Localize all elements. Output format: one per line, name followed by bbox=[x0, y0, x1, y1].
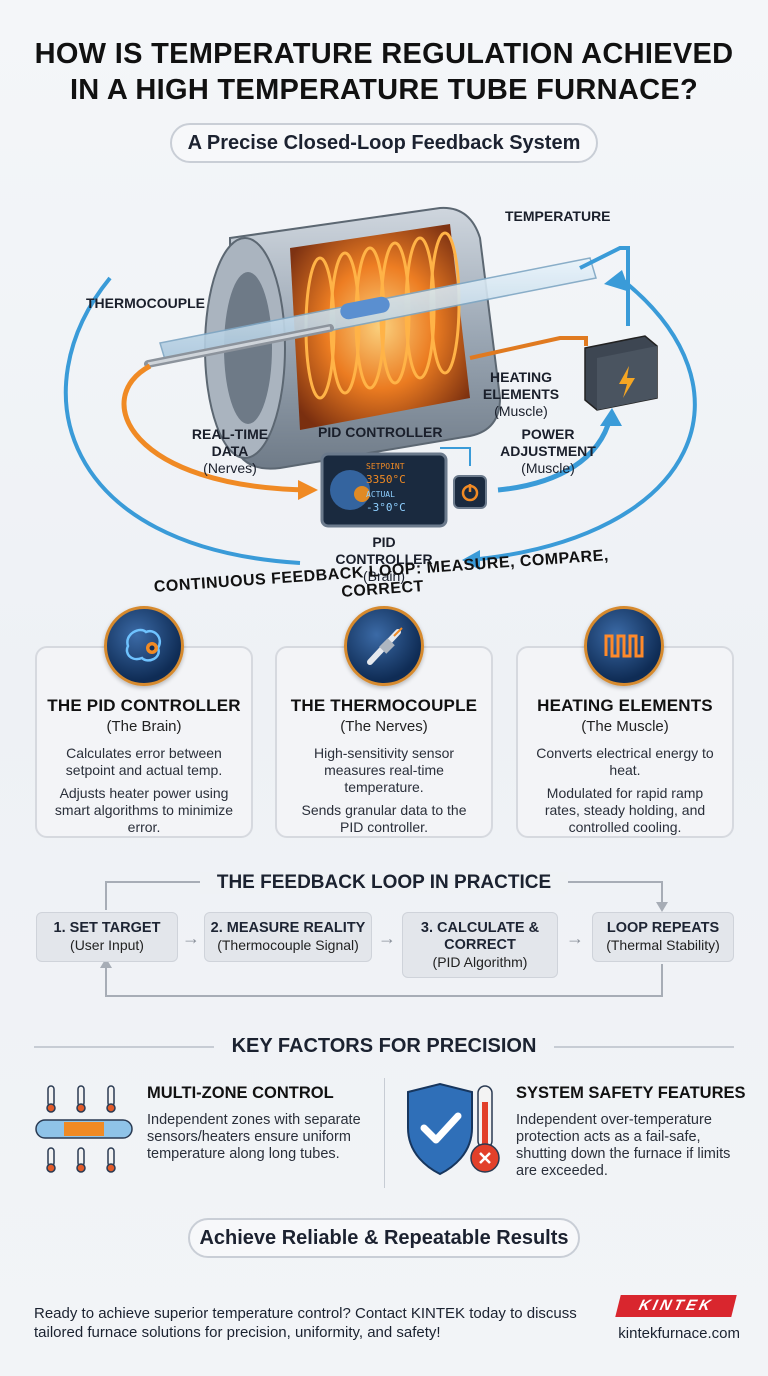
card-role: (The Muscle) bbox=[581, 718, 669, 735]
card-text: Modulated for rapid ramp rates, steady h… bbox=[544, 785, 706, 835]
subtitle-pill: A Precise Closed-Loop Feedback System bbox=[170, 123, 598, 163]
kintek-logo: KINTEK bbox=[615, 1295, 737, 1317]
footer-cta: Ready to achieve superior temperature co… bbox=[34, 1305, 577, 1341]
card-role: (The Nerves) bbox=[340, 718, 428, 735]
multi-zone-text: Independent zones with separate sensors/… bbox=[147, 1112, 361, 1162]
step-sub: (Thermal Stability) bbox=[606, 937, 720, 953]
footer-url[interactable]: kintekfurnace.com bbox=[618, 1325, 740, 1342]
step-sub: (PID Algorithm) bbox=[432, 954, 528, 970]
heating-elements-sub: (Muscle) bbox=[494, 403, 548, 419]
card-text: Calculates error between setpoint and ac… bbox=[65, 745, 223, 778]
step-sub: (Thermocouple Signal) bbox=[217, 937, 359, 953]
pid-controller-display bbox=[320, 452, 448, 528]
arrow-right-icon: → bbox=[378, 928, 396, 948]
safety-shield-icon bbox=[400, 1082, 510, 1187]
temperature-label: TEMPERATURE bbox=[505, 208, 611, 224]
page-title: HOW IS TEMPERATURE REGULATION ACHIEVED I… bbox=[34, 38, 734, 106]
power-unit bbox=[584, 335, 658, 411]
card-text: Converts electrical energy to heat. bbox=[536, 745, 714, 778]
card-text: Adjusts heater power using smart algorit… bbox=[54, 785, 234, 835]
loop-step-1: 1. SET TARGET (User Input) bbox=[36, 912, 178, 962]
key-factors-title: KEY FACTORS FOR PRECISION bbox=[231, 1035, 537, 1057]
results-pill: Achieve Reliable & Repeatable Results bbox=[188, 1218, 580, 1258]
pid-controller-top-label: PID CONTROLLER bbox=[318, 424, 443, 440]
card-text: High-sensitivity sensor measures real-ti… bbox=[313, 745, 455, 795]
step-title: LOOP REPEATS bbox=[606, 920, 720, 936]
heating-coil-icon bbox=[584, 606, 664, 686]
power-adjustment-sub: (Muscle) bbox=[521, 460, 575, 476]
divider-right bbox=[554, 1046, 734, 1048]
feedback-loop-arrow-right bbox=[469, 276, 697, 562]
card-title: THE PID CONTROLLER bbox=[47, 696, 241, 715]
multi-zone-title: MULTI-ZONE CONTROL bbox=[147, 1084, 334, 1102]
step-title: 3. CALCULATE & CORRECT bbox=[420, 920, 540, 953]
card-role: (The Brain) bbox=[106, 718, 182, 735]
factors-divider bbox=[384, 1078, 385, 1188]
power-adjustment-label: POWER ADJUSTMENT (Muscle) bbox=[500, 426, 596, 477]
pid-power-button bbox=[453, 475, 487, 509]
pid-controller-bottom-sub: (Brain) bbox=[362, 568, 405, 584]
step-title: 1. SET TARGET bbox=[53, 920, 161, 936]
power-arrow bbox=[497, 417, 613, 493]
thermocouple-probe-icon bbox=[344, 606, 424, 686]
safety-title: SYSTEM SAFETY FEATURES bbox=[516, 1084, 746, 1102]
card-text: Sends granular data to the PID controlle… bbox=[301, 802, 467, 835]
step-title: 2. MEASURE REALITY bbox=[210, 920, 366, 936]
realtime-data-label: REAL-TIME DATA (Nerves) bbox=[180, 426, 280, 477]
furnace-illustration bbox=[63, 206, 697, 570]
pid-controller-bottom-title: PID CONTROLLER bbox=[335, 534, 433, 567]
thermocouple-label: THERMOCOUPLE bbox=[86, 295, 205, 311]
realtime-data-sub: (Nerves) bbox=[203, 460, 257, 476]
screen-setpoint-label: SETPOINT bbox=[366, 462, 405, 471]
multi-zone-icon bbox=[34, 1082, 134, 1183]
heating-elements-label: HEATING ELEMENTS (Muscle) bbox=[476, 369, 566, 420]
feedback-loop-arrow-left bbox=[63, 276, 301, 565]
arrow-right-icon: → bbox=[566, 928, 584, 948]
loop-connector-lines bbox=[100, 881, 668, 997]
step-sub: (User Input) bbox=[70, 937, 144, 953]
loop-step-4: LOOP REPEATS (Thermal Stability) bbox=[592, 912, 734, 962]
arrow-right-icon: → bbox=[182, 928, 200, 948]
signal-wire bbox=[121, 363, 311, 493]
screen-actual-value: -3°0°C bbox=[366, 501, 406, 514]
card-title: THE THERMOCOUPLE bbox=[290, 696, 478, 715]
safety-text: Independent over-temperature protection … bbox=[516, 1112, 731, 1179]
loop-title: THE FEEDBACK LOOP IN PRACTICE bbox=[200, 872, 568, 894]
brain-gear-icon bbox=[104, 606, 184, 686]
loop-step-3: 3. CALCULATE & CORRECT (PID Algorithm) bbox=[402, 912, 558, 978]
card-title: HEATING ELEMENTS bbox=[537, 696, 713, 715]
heating-elements-title: HEATING ELEMENTS bbox=[482, 369, 560, 402]
pid-controller-bottom-label: PID CONTROLLER (Brain) bbox=[322, 534, 446, 585]
screen-setpoint-value: 3350°C bbox=[366, 473, 406, 486]
loop-step-2: 2. MEASURE REALITY (Thermocouple Signal) bbox=[204, 912, 372, 962]
divider-left bbox=[34, 1046, 214, 1048]
power-adjustment-title: POWER ADJUSTMENT bbox=[500, 426, 596, 459]
screen-actual-label: ACTUAL bbox=[366, 490, 395, 499]
furnace-diagram: TEMPERATURE THERMOCOUPLE HEATING ELEMENT… bbox=[0, 168, 768, 608]
realtime-data-title: REAL-TIME DATA bbox=[191, 426, 269, 459]
